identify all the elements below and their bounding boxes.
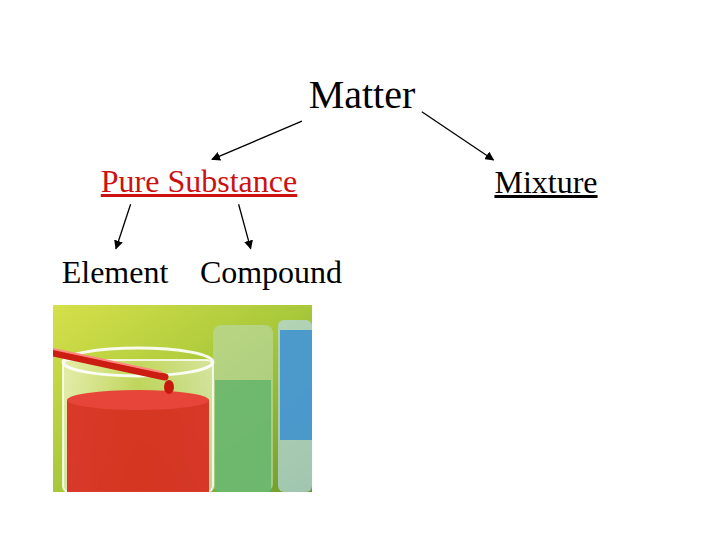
category-term: Pure Substance [97,161,301,202]
branch-arrow [212,121,302,159]
subcategory-term: Element [58,252,173,293]
test-tube-photo [53,305,312,492]
term-label: Compound [200,254,342,291]
liquid-surface [67,390,209,410]
red-liquid [67,400,209,492]
root-term: Matter [305,70,420,120]
green-liquid [215,380,271,492]
branch-arrow [422,112,494,160]
pipette [53,353,165,377]
back-tube [213,325,273,492]
pipette-shine [53,349,161,372]
blue-liquid [280,330,312,440]
category-term: Mixture [490,162,601,203]
front-tube [63,360,213,492]
photo-ground [53,305,312,492]
term-label: Matter [309,72,416,118]
term-label: Element [62,254,169,291]
term-label: Mixture [494,164,597,201]
branch-arrow [116,204,131,249]
branch-arrow [239,204,251,248]
droplet [164,380,174,394]
subcategory-term: Compound [196,252,346,293]
term-label: Pure Substance [101,163,297,200]
back-tube [278,320,312,492]
